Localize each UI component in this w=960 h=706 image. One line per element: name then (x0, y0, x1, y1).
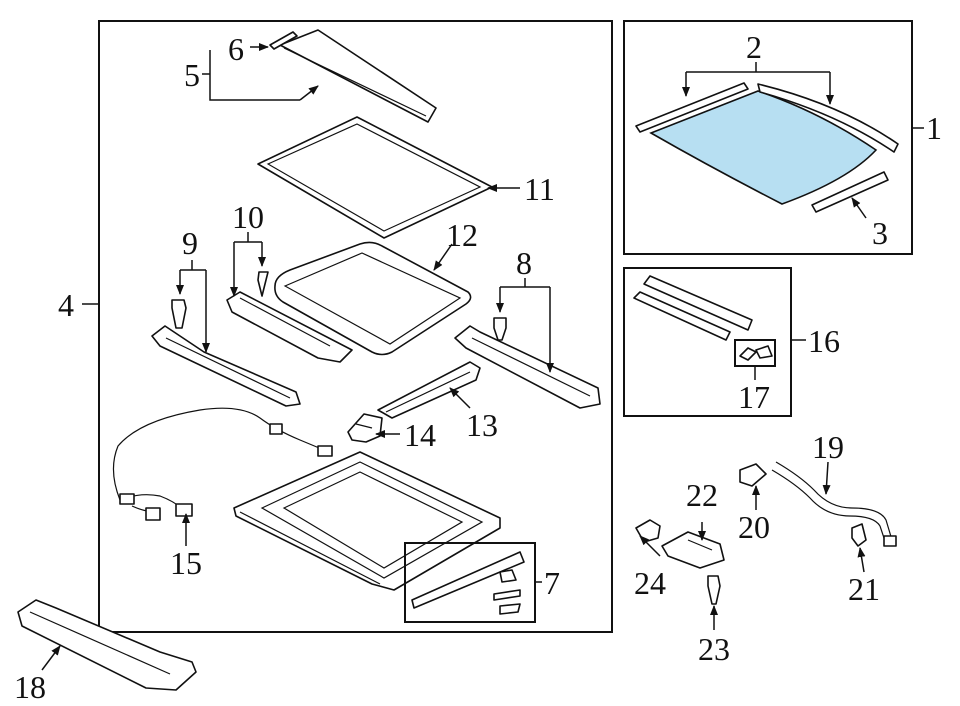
rear-rail-part (377, 361, 481, 419)
sunroof-frame-part (233, 451, 501, 591)
callout-leaders (41, 43, 924, 671)
drain-tube-clip-part (411, 551, 525, 615)
clip-set-part (739, 345, 773, 361)
callout-13: 13 (466, 407, 498, 443)
glass-panel-box (623, 20, 913, 255)
glass-molding-part (635, 82, 899, 153)
callout-4: 4 (58, 287, 74, 323)
left-rail-part (151, 299, 301, 407)
part-16-box (623, 267, 792, 417)
hose-connector-part (739, 463, 767, 487)
callout-23: 23 (698, 631, 730, 667)
drain-hose-part (771, 461, 897, 547)
callout-3: 3 (872, 215, 888, 251)
hose-clip-part (851, 523, 867, 547)
callout-22: 22 (686, 477, 718, 513)
callout-21: 21 (848, 571, 880, 607)
front-guide-part (226, 271, 353, 363)
callout-1: 1 (926, 110, 942, 146)
callout-14: 14 (404, 417, 436, 453)
bolt-part (707, 575, 721, 605)
glass-panel-part (649, 90, 878, 205)
actuator-part (661, 531, 725, 569)
rear-molding-part (811, 171, 889, 213)
callout-8: 8 (516, 245, 532, 281)
callout-12: 12 (446, 217, 478, 253)
callout-labels: 1 2 3 4 5 6 7 8 9 10 11 12 13 14 15 16 1… (14, 29, 942, 705)
trim-strip-part (633, 275, 753, 341)
bracket-part (635, 519, 661, 543)
callout-17: 17 (738, 379, 770, 415)
callout-19: 19 (812, 429, 844, 465)
motor-part (347, 413, 383, 443)
right-rail-part (454, 317, 601, 409)
callout-24: 24 (634, 565, 666, 601)
callout-5: 5 (184, 57, 200, 93)
callout-10: 10 (232, 199, 264, 235)
callout-11: 11 (524, 171, 555, 207)
callout-18: 18 (14, 669, 46, 705)
sunroof-assembly-box (98, 20, 613, 633)
callout-16: 16 (808, 323, 840, 359)
callout-7: 7 (544, 565, 560, 601)
callout-2: 2 (746, 29, 762, 65)
callout-15: 15 (170, 545, 202, 581)
wind-deflector-part (269, 29, 437, 123)
windshield-header-part (17, 599, 197, 691)
wiring-harness-part (112, 407, 333, 521)
callout-6: 6 (228, 31, 244, 67)
callout-9: 9 (182, 225, 198, 261)
callout-20: 20 (738, 509, 770, 545)
inner-seal-part (274, 241, 472, 356)
